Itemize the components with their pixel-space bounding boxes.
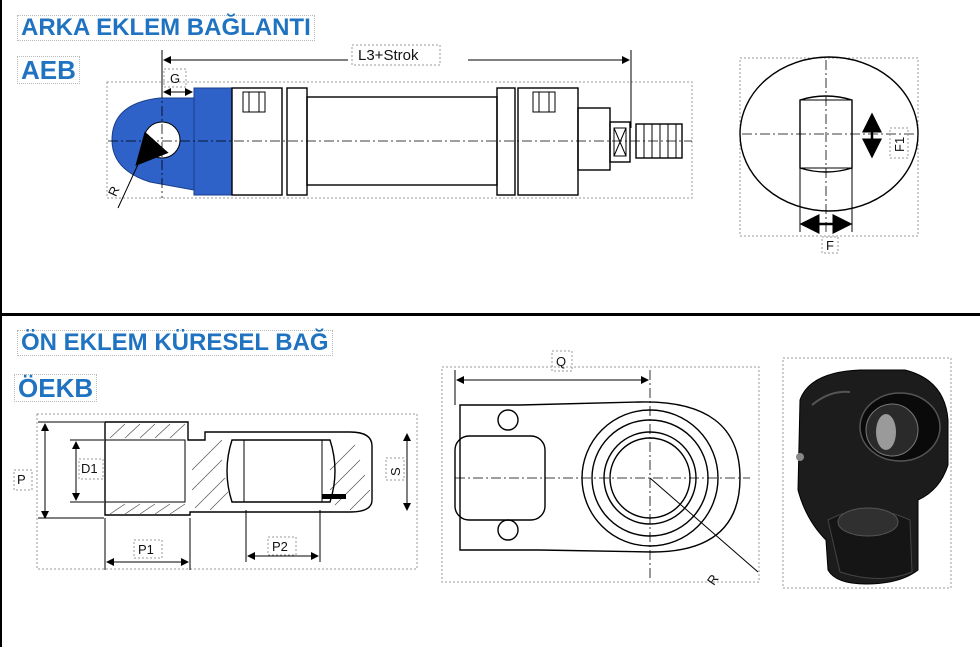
rod-end-body — [104, 421, 373, 516]
bottom-section-title: ÖN EKLEM KÜRESEL BAĞ — [17, 330, 333, 356]
rod-end-section-view: P D1 S P1 P2 — [13, 413, 418, 570]
rod-end-product-image — [782, 357, 952, 589]
rear-flange — [286, 87, 308, 196]
spherical-ball — [226, 439, 336, 503]
p-label: P — [17, 472, 26, 487]
ball-bore — [243, 439, 323, 503]
rod-end-plan-view: R Q — [441, 350, 760, 588]
radius-leader — [117, 159, 141, 209]
bearing-bore-highlight — [876, 414, 896, 450]
p1-label: P1 — [138, 542, 154, 557]
section-divider — [0, 313, 980, 316]
rear-end-cap — [193, 87, 233, 196]
q-label: Q — [556, 354, 566, 369]
front-flange — [496, 87, 516, 196]
product-image-box — [782, 357, 952, 589]
bottom-section-code: ÖEKB — [14, 374, 98, 402]
mount-hole-bottom — [497, 519, 519, 541]
radius-label-bottom: R — [704, 572, 722, 588]
p2-label: P2 — [272, 539, 288, 554]
cylinder-bounding-box — [106, 81, 693, 199]
stroke-length-label: L3+Strok — [358, 47, 419, 64]
front-tie-rod-nut — [532, 91, 556, 113]
top-section-code: AEB — [17, 56, 80, 84]
rod-gland — [577, 107, 611, 171]
front-head-block — [517, 87, 579, 196]
clevis-end-view: F1 F — [739, 56, 919, 254]
rod-end-outline — [459, 401, 741, 553]
f1-label: F1 — [892, 137, 907, 152]
shank-face — [837, 507, 899, 537]
clevis-outline — [739, 56, 919, 212]
end-view-bounding-box — [739, 57, 919, 237]
top-section-title: ARKA EKLEM BAĞLANTI — [17, 15, 315, 41]
left-frame-line — [0, 0, 2, 647]
plan-bounding-box — [441, 366, 760, 583]
lube-nipple — [322, 494, 346, 499]
g-label: G — [170, 71, 180, 86]
mount-hole-top — [497, 409, 519, 431]
rod-seal — [609, 121, 631, 163]
f-label: F — [826, 238, 834, 253]
cylinder-side-view: R L3+Strok G — [105, 44, 693, 209]
threaded-bore — [104, 439, 186, 503]
section-bounding-box — [36, 413, 418, 570]
rear-head-block — [231, 87, 283, 196]
radius-arrow-icon — [135, 131, 169, 166]
radius-label-top: R — [105, 184, 123, 199]
rear-tie-rod-nut — [242, 91, 266, 113]
s-label: S — [388, 467, 403, 476]
grease-fitting — [796, 453, 804, 461]
radius-leader-bottom — [649, 477, 759, 573]
d1-label: D1 — [81, 461, 98, 476]
